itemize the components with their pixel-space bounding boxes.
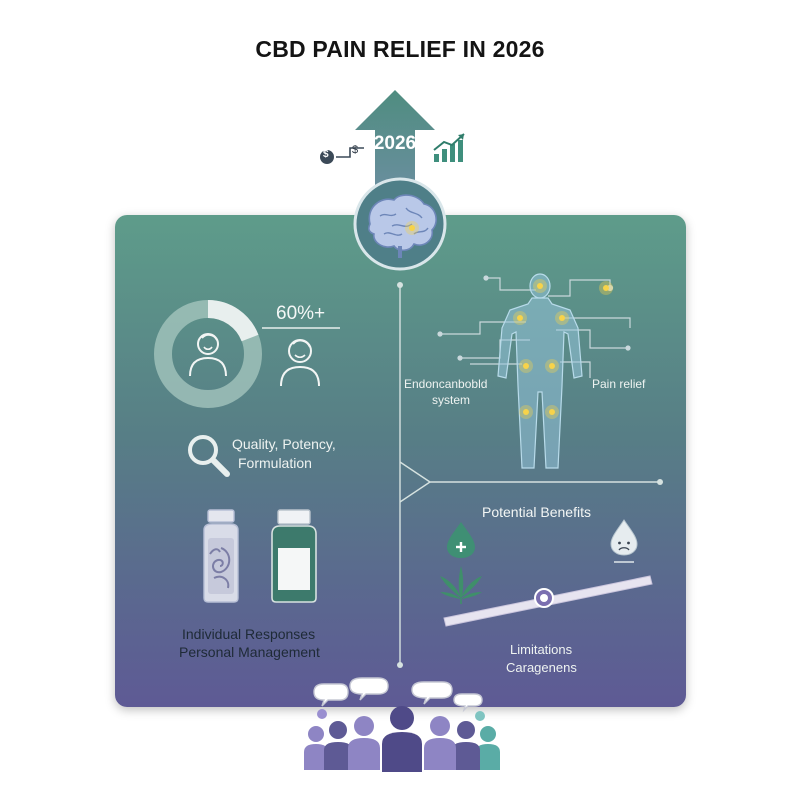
cannabis-leaf-icon [440,566,482,604]
ecs-label-line-2: system [432,393,471,407]
droplet-sad-icon [610,519,638,563]
year-label: 2026 [373,133,417,154]
droplet-plus-icon [447,522,475,558]
speech-bubble-icon [313,677,483,713]
stat-percent: 60%+ [276,303,326,324]
page-title: CBD PAIN RELIEF IN 2026 [255,36,545,62]
growth-chart-icon [433,133,465,162]
benefits-label: Potential Benefits [482,504,591,520]
body-icon [437,273,631,469]
crowd-icon [304,677,500,772]
brain-icon [353,177,447,271]
limitations-line-1: Limitations [510,642,573,657]
individual-line-2: Personal Management [179,644,320,660]
seesaw-icon [443,575,653,627]
magnifier-icon [188,435,230,477]
limitations-line-2: Caragenens [506,660,577,675]
person-icon [189,333,227,377]
ecs-label-line-1: Endoncanbobld [404,377,488,391]
person-icon [280,339,320,387]
stat-underline [262,327,340,329]
quality-line-2: Formulation [238,455,312,471]
dollar-icon [320,147,364,164]
dollar-symbol: $ [323,149,329,160]
bottle-icon [203,509,239,603]
dollar-step-label: $ [352,144,359,156]
bottle-icon [271,509,317,603]
donut-ring-icon [154,300,262,408]
individual-line-1: Individual Responses [182,626,316,642]
arrow-up-icon [355,90,435,196]
quality-line-1: Quality, Potency, [232,436,336,452]
pain-relief-label: Pain relief [592,377,646,391]
